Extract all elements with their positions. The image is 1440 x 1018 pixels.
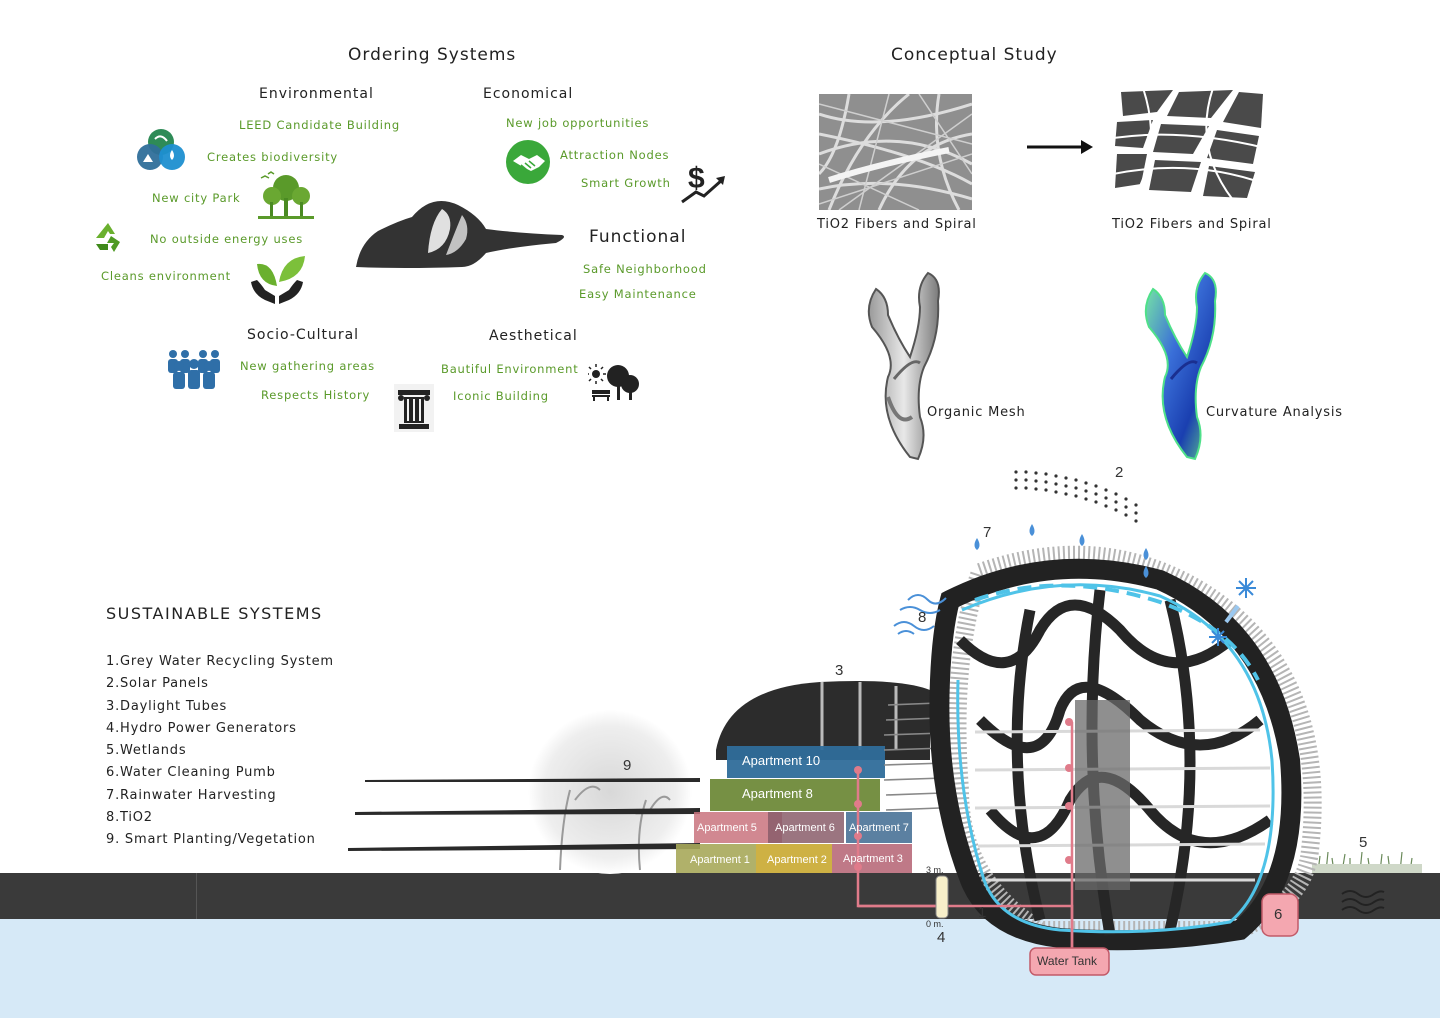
marker-4: 4 <box>937 929 946 946</box>
sustainable-item-2: 2.Solar Panels <box>106 676 209 692</box>
sustainable-item-1: 1.Grey Water Recycling System <box>106 654 334 669</box>
sustainable-item-5: 5.Wetlands <box>106 743 187 759</box>
env-item-leed: LEED Candidate Building <box>239 118 400 132</box>
marker-3: 3 <box>835 662 844 679</box>
caption-curvature: Curvature Analysis <box>1206 405 1343 420</box>
eco-item-jobs: New job opportunities <box>506 116 650 130</box>
marker-8: 8 <box>918 609 927 626</box>
caption-organic-mesh: Organic Mesh <box>927 405 1026 420</box>
organic-mesh-model <box>867 271 940 461</box>
apartment-1-label: Apartment 1 <box>690 854 750 866</box>
sustainable-item-8: 8.TiO2 <box>106 810 153 826</box>
classical-column-icon <box>394 384 434 432</box>
environmental-heading: Environmental <box>259 86 374 102</box>
apartment-5-label: Apartment 5 <box>697 822 757 834</box>
water-tank-label: Water Tank <box>1037 954 1098 968</box>
water-tank <box>1029 947 1110 976</box>
hands-leaves-icon <box>251 256 305 304</box>
marker-5: 5 <box>1359 834 1368 851</box>
functional-heading: Functional <box>589 227 687 247</box>
tio2-fibers-photo <box>819 94 972 210</box>
marker-7: 7 <box>983 524 992 541</box>
conceptual-title: Conceptual Study <box>891 45 1058 65</box>
apartment-2-label: Apartment 2 <box>767 854 827 866</box>
sustainable-item-6: 6.Water Cleaning Pumb <box>106 765 276 781</box>
dome-structure <box>929 558 1302 951</box>
env-item-biodiversity: Creates biodiversity <box>207 150 338 164</box>
aesthetical-heading: Aesthetical <box>489 328 578 344</box>
park-trees-icon <box>258 171 314 219</box>
apartment-3-label: Apartment 3 <box>843 853 903 865</box>
sustainable-item-7: 7.Rainwater Harvesting <box>106 787 277 803</box>
people-group-icon <box>168 350 220 389</box>
sustainable-item-4: 4.Hydro Power Generators <box>106 720 297 736</box>
env-item-park: New city Park <box>152 191 241 205</box>
apartment-10-label: Apartment 10 <box>742 753 821 768</box>
ordering-title: Ordering Systems <box>348 45 517 65</box>
sustainable-item-9: 9. Smart Planting/Vegetation <box>106 832 316 848</box>
sustainable-item-3: 3.Daylight Tubes <box>106 698 228 714</box>
marker-2: 2 <box>1115 464 1124 481</box>
building-massing-silhouette <box>356 201 564 268</box>
func-item-maintenance: Easy Maintenance <box>579 287 697 301</box>
vegetation-sphere <box>528 710 692 874</box>
marker-1: 1 <box>978 904 987 921</box>
eco-item-growth: Smart Growth <box>581 176 671 190</box>
marker-6: 6 <box>1274 906 1283 923</box>
svg-text:$: $ <box>688 162 705 195</box>
water-cleaning-pump <box>1261 893 1299 937</box>
dollar-growth-icon: $ <box>681 162 725 204</box>
economical-heading: Economical <box>483 86 574 102</box>
arrow-right-icon <box>1027 140 1093 154</box>
park-bench-trees-icon <box>588 364 639 401</box>
sustainable-list: 1.Grey Water Recycling System 2.Solar Pa… <box>106 651 334 852</box>
gauge-top-label: 3 m. <box>926 865 944 875</box>
tio2-fibers-pattern <box>1113 88 1265 200</box>
leed-circles-icon <box>137 129 185 170</box>
apartment-8-label: Apartment 8 <box>742 786 813 801</box>
recycle-icon <box>96 223 120 252</box>
env-item-energy: No outside energy uses <box>150 232 304 246</box>
gauge-bottom-label: 0 m. <box>926 919 944 929</box>
curvature-analysis-model <box>1144 271 1217 461</box>
caption-fibers-1: TiO2 Fibers and Spiral <box>817 217 977 232</box>
aes-item-environment: Bautiful Environment <box>441 362 579 376</box>
marker-9: 9 <box>623 757 632 774</box>
func-item-safe: Safe Neighborhood <box>583 262 707 276</box>
env-item-cleans: Cleans environment <box>101 269 231 283</box>
socio-item-history: Respects History <box>261 388 371 402</box>
handshake-icon <box>506 140 550 184</box>
apartment-6-label: Apartment 6 <box>775 822 835 834</box>
aes-item-iconic: Iconic Building <box>453 389 549 403</box>
caption-fibers-2: TiO2 Fibers and Spiral <box>1112 217 1272 232</box>
socio-heading: Socio-Cultural <box>247 327 360 343</box>
building-section-drawing <box>0 470 1440 1018</box>
apartment-7-label: Apartment 7 <box>849 822 909 834</box>
socio-item-gathering: New gathering areas <box>240 359 375 373</box>
eco-item-attraction: Attraction Nodes <box>560 148 670 162</box>
sustainable-title: SUSTAINABLE SYSTEMS <box>106 604 323 623</box>
